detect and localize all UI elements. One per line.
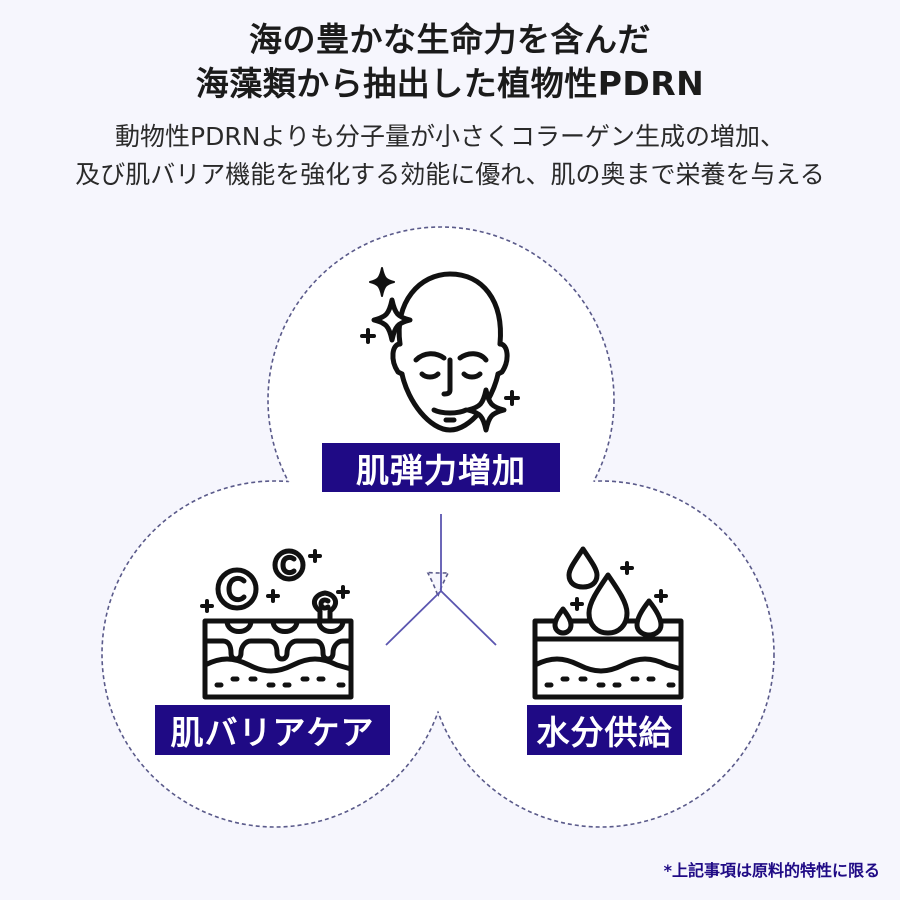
label-skin-barrier-care: 肌バリアケア bbox=[155, 705, 390, 755]
headline-line-1: 海の豊かな生命力を含んだ bbox=[249, 20, 651, 59]
label-skin-elasticity: 肌弾力増加 bbox=[322, 443, 560, 492]
face-sparkle-icon bbox=[360, 267, 520, 433]
description-line-1: 動物性PDRNよりも分子量が小さくコラーゲン生成の増加、 bbox=[115, 122, 785, 151]
description: 動物性PDRNよりも分子量が小さくコラーゲン生成の増加、 及び肌バリア機能を強化… bbox=[0, 118, 900, 194]
label-moisture-supply: 水分供給 bbox=[527, 705, 682, 755]
description-line-2: 及び肌バリア機能を強化する効能に優れ、肌の奥まで栄養を与える bbox=[75, 160, 825, 189]
footnote: *上記事項は原料的特性に限る bbox=[663, 861, 880, 880]
headline-line-2: 海藻類から抽出した植物性PDRN bbox=[195, 64, 705, 103]
headline: 海の豊かな生命力を含んだ 海藻類から抽出した植物性PDRN bbox=[0, 18, 900, 106]
y-connector bbox=[385, 514, 497, 646]
skin-barrier-icon bbox=[200, 548, 354, 700]
skin-hydration-icon bbox=[532, 546, 684, 700]
